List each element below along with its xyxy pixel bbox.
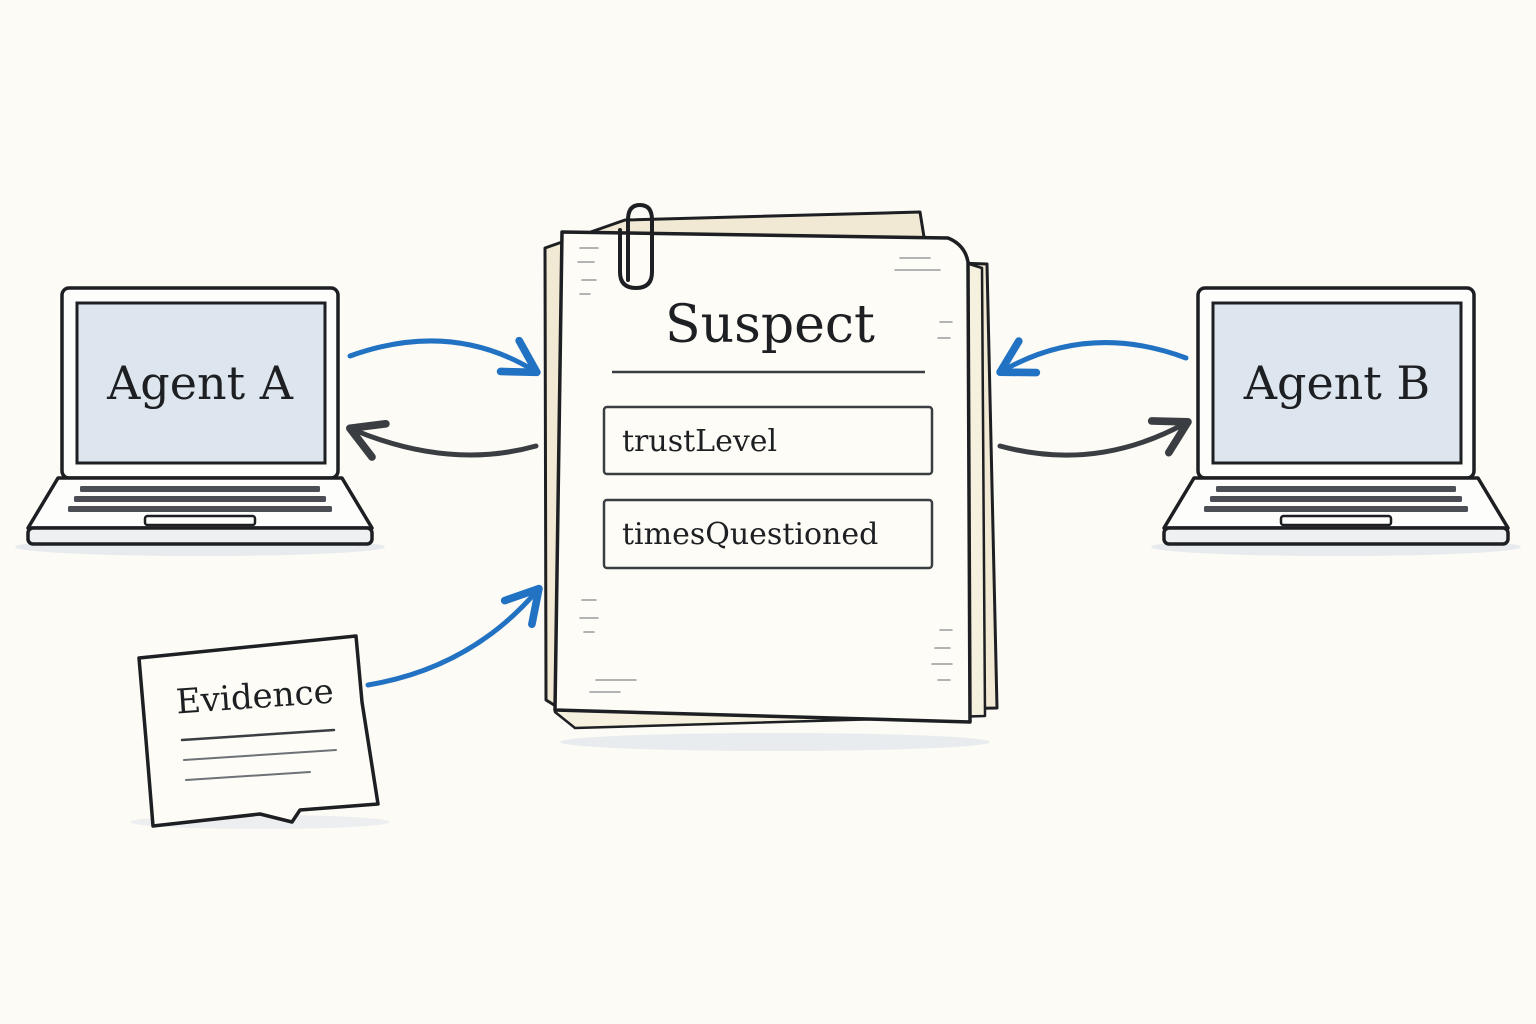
note-icon bbox=[137, 634, 380, 828]
paperclip-icon bbox=[618, 202, 654, 291]
note-line bbox=[180, 728, 336, 742]
arrow-suspect-to-agent-b bbox=[997, 417, 1192, 458]
arrow-agent-a-to-suspect bbox=[347, 336, 541, 377]
field-label: timesQuestioned bbox=[622, 517, 878, 552]
agent-b-laptop: Agent B bbox=[1151, 286, 1521, 556]
arrow-agent-b-to-suspect bbox=[996, 337, 1189, 377]
field-label: trustLevel bbox=[622, 424, 777, 459]
laptop-icon bbox=[1162, 286, 1510, 546]
suspect-document: Suspect trustLevel timesQuestioned bbox=[543, 202, 999, 751]
arrow-suspect-to-agent-a bbox=[346, 419, 539, 461]
suspect-title: Suspect bbox=[665, 295, 875, 355]
arrow-evidence-to-suspect bbox=[365, 584, 543, 688]
agent-a-label: Agent A bbox=[106, 356, 294, 410]
agent-a-laptop: Agent A bbox=[15, 286, 385, 556]
document-icon bbox=[553, 230, 972, 724]
field-trust-level: trustLevel bbox=[602, 405, 934, 476]
note-line bbox=[185, 771, 311, 781]
agent-b-label: Agent B bbox=[1243, 356, 1430, 410]
evidence-note: Evidence bbox=[130, 634, 390, 829]
laptop-icon bbox=[26, 286, 374, 546]
document-shadow bbox=[560, 733, 990, 751]
field-times-questioned: timesQuestioned bbox=[602, 498, 934, 570]
sketch-marks bbox=[577, 247, 953, 693]
note-line bbox=[183, 749, 337, 761]
